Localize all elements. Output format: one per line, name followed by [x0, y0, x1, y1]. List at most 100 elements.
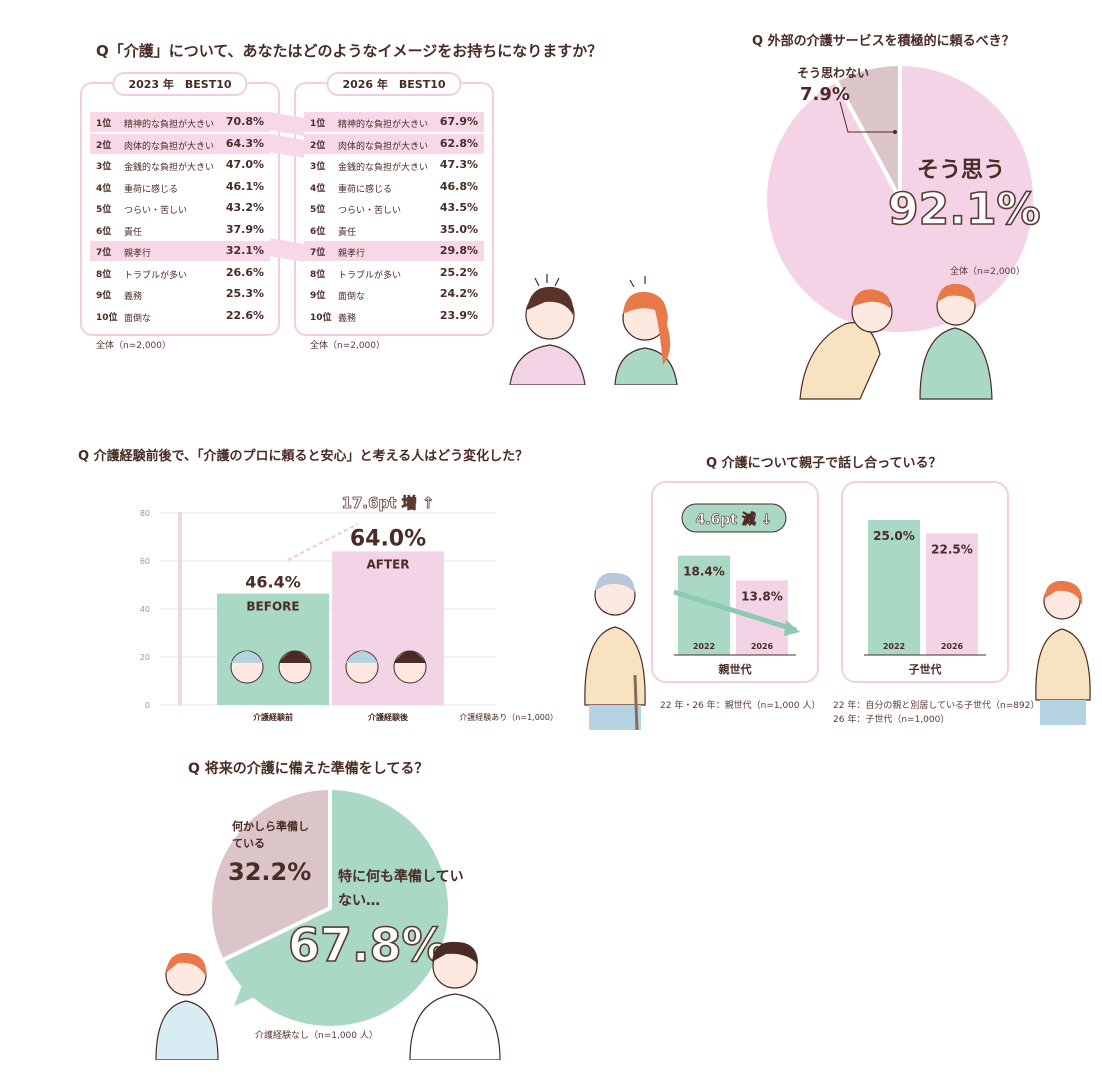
bar-value-label: 46.4% — [245, 573, 301, 592]
ranking-label: つらい・苦しい — [338, 206, 402, 216]
prep-none-label: 特に何も準備していない… — [338, 869, 464, 909]
ranking-value: 47.3% — [439, 158, 478, 171]
ranking-row: 5位 つらい・苦しい 43.2% — [90, 198, 270, 218]
care-note: 全体（n=2,000） — [950, 267, 1026, 277]
ranking-label: 重荷に感じる — [124, 184, 179, 195]
ranking-value: 25.2% — [439, 265, 478, 279]
bar-1 — [332, 551, 444, 705]
ranking-label: 義務 — [124, 292, 143, 302]
child-year-label: 2022 — [883, 642, 905, 651]
ranking-position: 7位 — [310, 248, 326, 258]
ranking-value: 62.8% — [439, 136, 478, 150]
man-hair — [852, 289, 891, 308]
ranking-value: 46.1% — [225, 179, 264, 193]
prep-some-value: 32.2% — [228, 858, 312, 886]
parent-decrease-arrow — [673, 589, 797, 633]
y-tick-label: 0 — [145, 701, 150, 710]
ranking-title-2023: 2023 年 BEST10 — [112, 72, 248, 96]
ranking-position: 8位 — [96, 269, 112, 280]
care-pie-leader-dot — [893, 130, 897, 134]
ranking-value: 43.2% — [225, 201, 264, 214]
child-note-line2: 26 年：子世代（n=1,000） — [833, 715, 950, 725]
bar-value-label: 64.0% — [350, 526, 426, 551]
person-hair — [346, 651, 378, 663]
ranking-label: つらい・苦しい — [124, 206, 188, 216]
care-pie-chart — [763, 61, 1037, 400]
x-category-label: 介護経験前 — [252, 712, 293, 722]
care-no-label: そう思わない — [797, 66, 870, 80]
ranking-label: 金銭的な負担が大きい — [338, 163, 429, 173]
ranking-label: 肉体的な負担が大きい — [338, 141, 429, 152]
care-yes-value: 92.1% — [887, 183, 1041, 236]
child-year-label: 2026 — [941, 642, 964, 651]
y-axis-bar — [178, 512, 182, 705]
ranking-label: 重荷に感じる — [338, 184, 393, 195]
ranking-position: 1位 — [96, 119, 112, 129]
ranking-label: トラブルが多い — [338, 270, 402, 281]
person-hair — [231, 651, 263, 663]
care-pie-leader — [839, 101, 895, 133]
child-value-label: 25.0% — [873, 529, 915, 543]
prep-note: 介護経験なし（n=1,000 人） — [255, 1031, 378, 1041]
young-woman-illustration — [1035, 580, 1091, 725]
ranking-value: 70.8% — [225, 115, 264, 128]
child-frame — [841, 481, 1009, 683]
ranking-label: 面倒な — [124, 313, 152, 324]
child-value-label: 22.5% — [931, 543, 973, 557]
person-hair — [394, 651, 426, 663]
increase-arrow — [287, 523, 359, 561]
x-category-label: 介護経験後 — [367, 712, 409, 722]
person-hair — [279, 651, 311, 663]
nurse-body — [919, 327, 993, 400]
man-body — [799, 322, 881, 400]
ranking-label: 金銭的な負担が大きい — [124, 163, 215, 173]
ranking-label: 親孝行 — [338, 249, 366, 259]
before-after-question: Q 介護経験前後で、「介護のプロに頼ると安心」と考える人はどう変化した？ — [78, 449, 529, 464]
prep-pie-tail — [234, 980, 262, 1006]
chart-note: 介護経験あり（n=1,000） — [459, 712, 558, 722]
prep-pie-slice-0 — [219, 785, 452, 1030]
ranking-note-2023: 全体（n=2,000） — [96, 341, 172, 351]
ranking-position: 5位 — [96, 205, 112, 215]
increase-annotation: 17.6pt 増 ↑ — [342, 494, 435, 512]
ranking-position: 3位 — [310, 162, 326, 172]
talk-question: Q 介護について親子で話し合っている？ — [706, 456, 942, 471]
ranking-label: 責任 — [338, 227, 357, 238]
elderly-woman-illustration — [584, 572, 646, 730]
parent-value-label: 13.8% — [741, 589, 783, 603]
ranking-label: 面倒な — [338, 292, 366, 302]
care-question: Q 外部の介護サービスを積極的に頼るべき？ — [752, 34, 1015, 49]
parent-annotation-pill — [681, 503, 787, 533]
ranking-position: 9位 — [96, 291, 112, 301]
parent-year-label: 2022 — [693, 642, 715, 651]
ranking-position: 3位 — [96, 162, 112, 172]
rank-question: Q「介護」について、あなたはどのようなイメージをお持ちになりますか？ — [96, 42, 603, 60]
ranking-value: 35.0% — [439, 222, 478, 236]
ranking-position: 2位 — [310, 140, 326, 151]
ranking-value: 25.3% — [225, 287, 264, 300]
ranking-value: 32.1% — [225, 244, 264, 257]
ranking-label: トラブルが多い — [124, 270, 188, 281]
y-tick-label: 60 — [140, 557, 150, 566]
ranking-row: 1位 精神的な負担が大きい 70.8% — [90, 112, 270, 132]
ranking-label: 責任 — [124, 227, 143, 238]
child-bar-0 — [868, 520, 920, 655]
ranking-position: 1位 — [310, 119, 326, 129]
nurse-hair — [937, 283, 976, 304]
prep-question: Q 将来の介護に備えた準備をしてる？ — [188, 761, 429, 777]
ranking-title-2026: 2026 年 BEST10 — [326, 72, 462, 96]
ranking-label: 精神的な負担が大きい — [124, 120, 215, 130]
ranking-position: 7位 — [96, 248, 112, 258]
ranking-label: 精神的な負担が大きい — [338, 120, 429, 130]
y-tick-label: 20 — [140, 653, 150, 662]
